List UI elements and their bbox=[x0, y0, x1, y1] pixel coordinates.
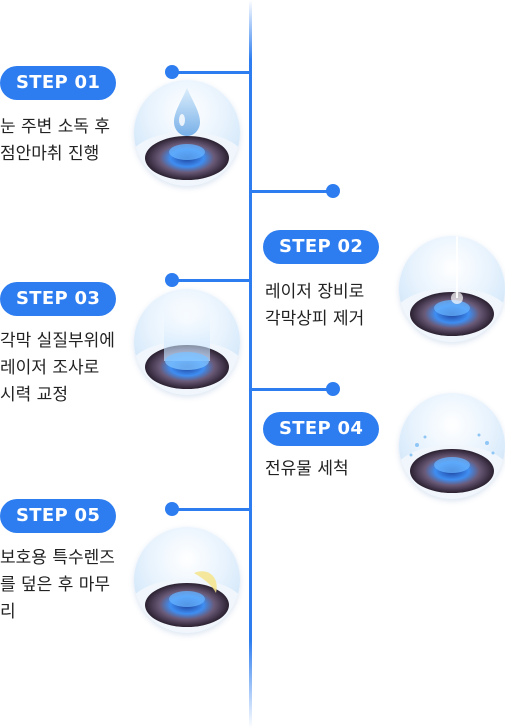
eye-laser-epithelium-illustration bbox=[399, 236, 505, 342]
step-04-description: 전유물 세척 bbox=[265, 459, 349, 479]
step-04-dot bbox=[326, 382, 340, 396]
step-04-badge: STEP 04 bbox=[263, 412, 380, 446]
step-05-description: 보호용 특수렌즈 를 덮은 후 마무 리 bbox=[0, 548, 115, 622]
step-05-connector bbox=[172, 508, 251, 511]
eye-rinse-illustration bbox=[399, 393, 505, 499]
timeline-line bbox=[249, 0, 252, 728]
step-01-dot bbox=[165, 65, 179, 79]
step-01-description: 눈 주변 소독 후 점안마취 진행 bbox=[0, 117, 111, 164]
step-03-badge: STEP 03 bbox=[0, 282, 117, 316]
step-02-description: 레이저 장비로 각막상피 제거 bbox=[265, 282, 365, 329]
step-05-dot bbox=[165, 502, 179, 516]
step-03-description: 각막 실질부위에 레이저 조사로 시력 교정 bbox=[0, 331, 115, 405]
step-02-dot bbox=[326, 184, 340, 198]
step-05-badge: STEP 05 bbox=[0, 499, 117, 533]
eye-laser-irradiation-illustration bbox=[134, 289, 240, 395]
step-01-badge: STEP 01 bbox=[0, 66, 117, 100]
step-04-connector bbox=[250, 388, 333, 391]
eye-protective-lens-illustration bbox=[134, 527, 240, 633]
step-02-connector bbox=[250, 190, 333, 193]
eye-drop-illustration bbox=[134, 80, 240, 186]
step-03-connector bbox=[172, 279, 251, 282]
step-03-dot bbox=[165, 273, 179, 287]
step-01-connector bbox=[172, 71, 251, 74]
step-02-badge: STEP 02 bbox=[263, 230, 380, 264]
